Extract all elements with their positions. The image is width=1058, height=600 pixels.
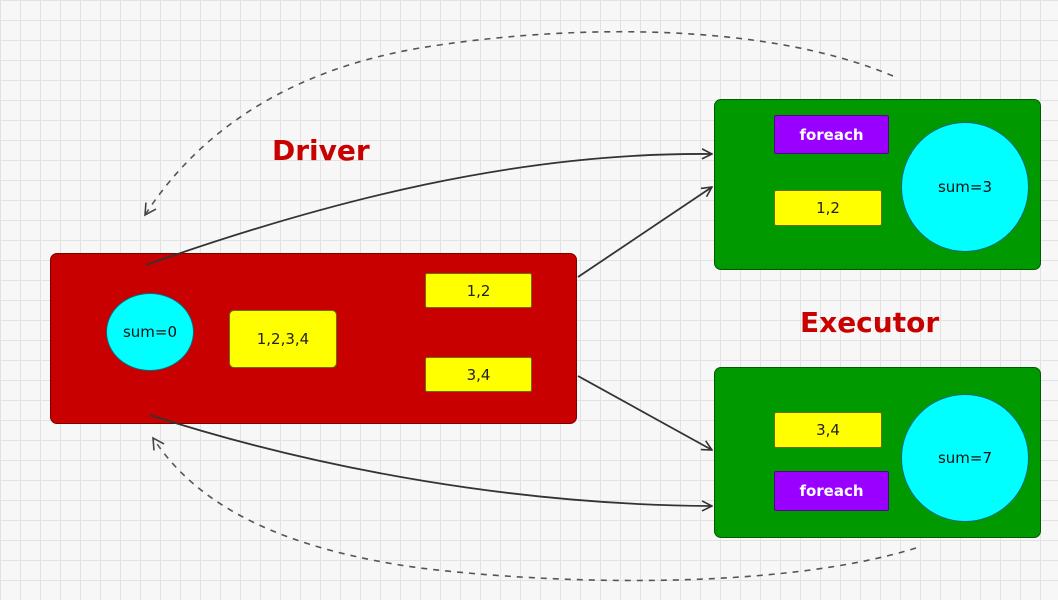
executor-top-foreach-chip: foreach — [774, 115, 889, 154]
executor-top-data-label: 1,2 — [816, 199, 840, 217]
executor-label: Executor — [800, 306, 940, 339]
driver-box[interactable]: sum=0 1,2,3,4 1,2 3,4 — [50, 253, 577, 424]
arrow-driver-to-executor-top-upper — [145, 154, 712, 266]
executor-bottom-box[interactable]: 3,4 foreach sum=7 — [714, 367, 1041, 538]
executor-bottom-data-label: 3,4 — [816, 421, 840, 439]
driver-partition-b-chip: 3,4 — [425, 357, 532, 392]
executor-bottom-sum-label: sum=7 — [937, 449, 993, 467]
executor-bottom-sum-circle: sum=7 — [901, 394, 1029, 522]
executor-top-sum-circle: sum=3 — [901, 122, 1029, 252]
executor-top-sum-label: sum=3 — [937, 178, 993, 196]
driver-data-chip: 1,2,3,4 — [229, 310, 337, 368]
executor-top-data-chip: 1,2 — [774, 190, 882, 226]
arrow-partition-a-to-executor-top — [577, 187, 712, 278]
executor-top-foreach-label: foreach — [799, 125, 864, 144]
executor-bottom-foreach-label: foreach — [799, 482, 864, 500]
executor-bottom-data-chip: 3,4 — [774, 412, 882, 448]
driver-data-label: 1,2,3,4 — [256, 330, 310, 348]
driver-sum-circle: sum=0 — [106, 293, 194, 371]
arrow-partition-b-to-executor-bottom — [577, 375, 712, 450]
driver-partition-a-chip: 1,2 — [425, 273, 532, 308]
arrow-driver-to-executor-bottom-lower — [149, 414, 712, 506]
driver-label: Driver — [272, 134, 370, 167]
executor-bottom-foreach-chip: foreach — [774, 471, 889, 511]
executor-top-box[interactable]: foreach 1,2 sum=3 — [714, 99, 1041, 270]
driver-partition-a-label: 1,2 — [466, 281, 491, 300]
driver-sum-label: sum=0 — [122, 323, 178, 341]
driver-partition-b-label: 3,4 — [466, 365, 491, 384]
